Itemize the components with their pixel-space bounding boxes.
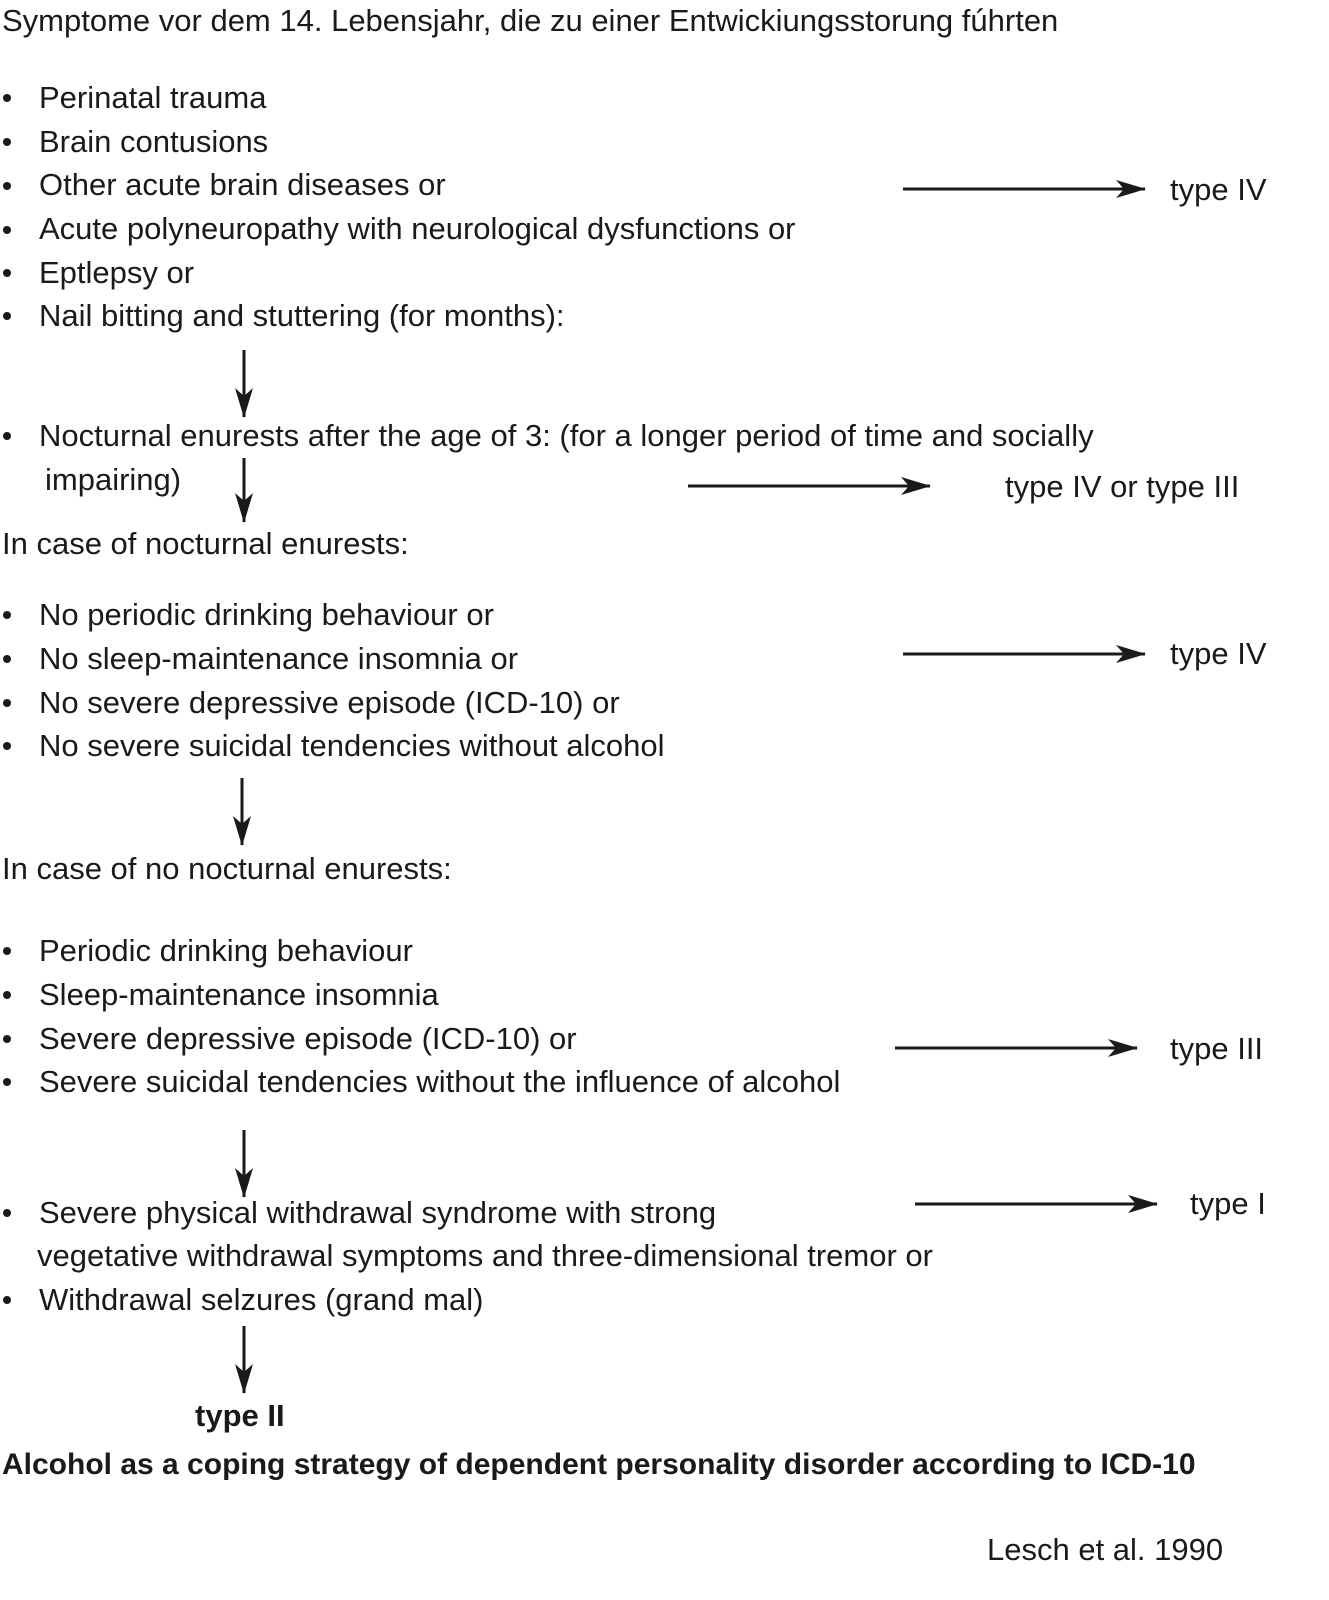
outcome-label: type III <box>1170 1031 1264 1066</box>
list-item: Nocturnal enurests after the age of 3: (… <box>39 418 1094 453</box>
bullet <box>3 947 11 955</box>
list-item: Withdrawal selzures (grand mal) <box>39 1282 484 1317</box>
bullet <box>3 1035 11 1043</box>
list-item-continuation: impairing) <box>45 462 182 497</box>
list-item: Brain contusions <box>39 124 269 159</box>
bullet <box>3 312 11 320</box>
bullet <box>3 655 11 663</box>
list-item: Sleep-maintenance insomnia <box>39 977 439 1012</box>
footer-title: Alcohol as a coping strategy of dependen… <box>2 1448 1196 1481</box>
bullet <box>3 94 11 102</box>
list-item: No severe depressive episode (ICD-10) or <box>39 685 620 720</box>
case-heading: In case of nocturnal enurests: <box>2 526 409 561</box>
list-item: Severe depressive episode (ICD-10) or <box>39 1021 577 1056</box>
bullet <box>3 138 11 146</box>
list-item: Eptlepsy or <box>39 255 195 290</box>
final-outcome-label: type II <box>195 1398 285 1433</box>
case-heading: In case of no nocturnal enurests: <box>2 851 452 886</box>
bullet <box>3 699 11 707</box>
bullet <box>3 432 11 440</box>
bullet <box>3 742 11 750</box>
bullet <box>3 991 11 999</box>
bullet <box>3 611 11 619</box>
list-item: Severe suicidal tendencies without the i… <box>39 1064 841 1099</box>
list-item-continuation: vegetative withdrawal symptoms and three… <box>37 1238 933 1273</box>
outcome-label: type I <box>1190 1186 1266 1221</box>
outcome-label: type IV or type III <box>1005 469 1240 504</box>
bullet <box>3 1078 11 1086</box>
bullet <box>3 269 11 277</box>
outcome-label: type IV <box>1170 636 1267 671</box>
list-item: No severe suicidal tendencies without al… <box>39 728 665 763</box>
citation: Lesch et al. 1990 <box>987 1532 1224 1567</box>
list-item: No sleep-maintenance insomnia or <box>39 641 519 676</box>
diagram-header: Symptome vor dem 14. Lebensjahr, die zu … <box>2 3 1059 38</box>
bullet <box>3 1296 11 1304</box>
bullet <box>3 182 11 190</box>
list-item: Nail bitting and stuttering (for months)… <box>39 298 565 333</box>
list-item: Periodic drinking behaviour <box>39 933 413 968</box>
bullet <box>3 1209 11 1217</box>
list-item: Severe physical withdrawal syndrome with… <box>39 1195 717 1230</box>
list-item: No periodic drinking behaviour or <box>39 597 494 632</box>
list-item: Perinatal trauma <box>39 80 267 115</box>
bullet <box>3 226 11 234</box>
outcome-label: type IV <box>1170 172 1267 207</box>
list-item: Other acute brain diseases or <box>39 167 446 202</box>
list-item: Acute polyneuropathy with neurological d… <box>39 211 796 246</box>
